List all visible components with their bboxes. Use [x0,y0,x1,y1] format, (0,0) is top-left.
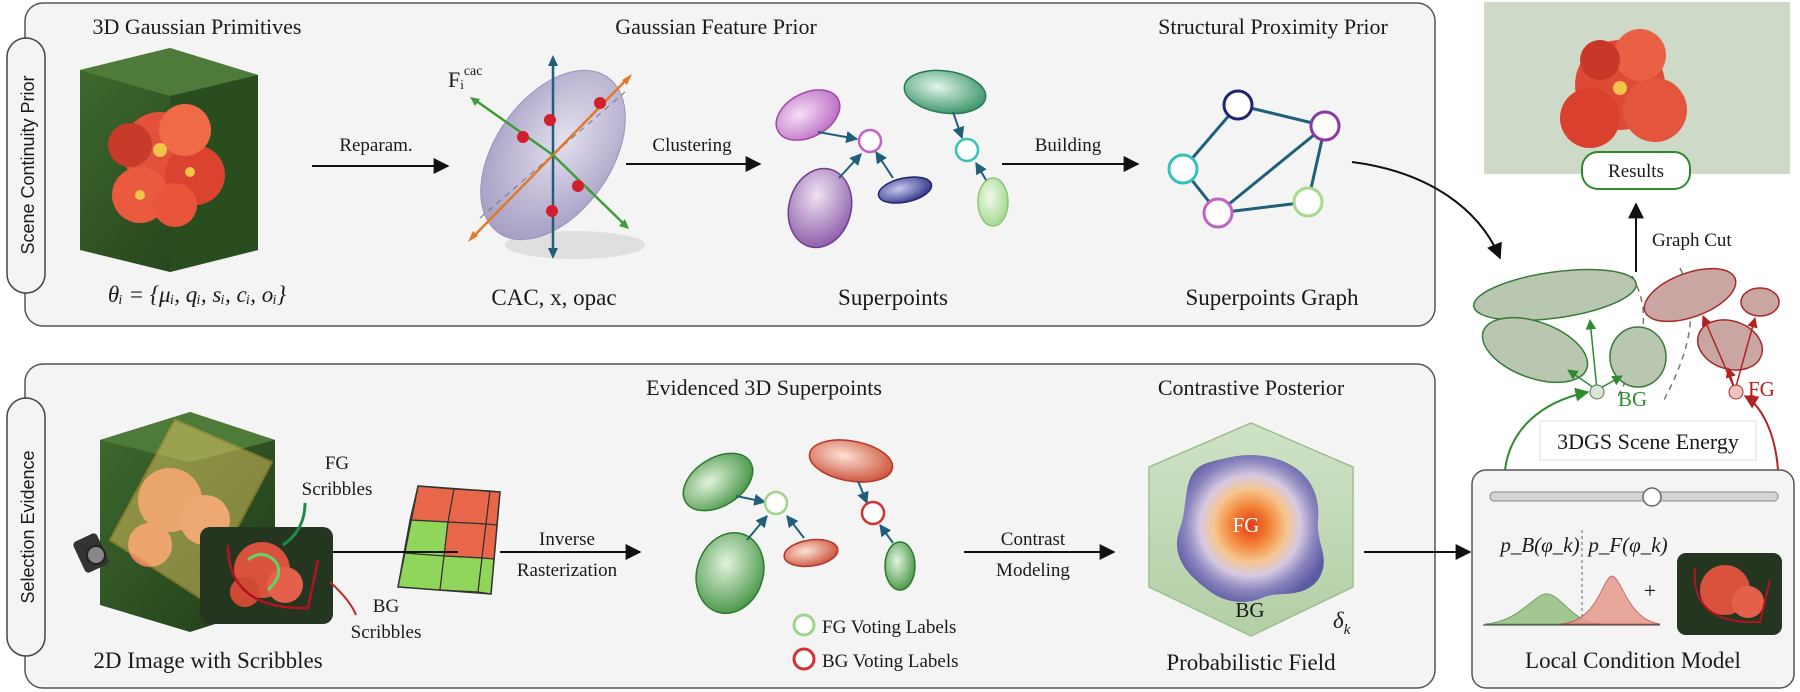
building-label: Building [1035,135,1102,156]
field-bg-label: BG [1235,598,1264,622]
top-side-tab [6,37,46,294]
inverse-label-2: Rasterization [517,560,618,581]
reparam-label: Reparam. [339,135,412,156]
flower-cube-image [80,48,258,272]
distribution-plot [1483,530,1661,626]
bg-scribbles-label-2: Scribbles [351,622,422,643]
pf-label: p_F(φ_k) [1586,533,1667,557]
contrastive-posterior-title: Contrastive Posterior [1158,375,1345,400]
energy-bg-label: BG [1618,387,1647,411]
gaussian-primitives-title: 3D Gaussian Primitives [93,14,302,39]
bottom-side-label: Selection Evidence [18,450,38,603]
contrast-label-1: Contrast [1001,529,1066,550]
local-to-fg-arrow [1743,395,1779,471]
scene-energy-label: 3DGS Scene Energy [1557,429,1739,454]
probabilistic-field [1148,422,1354,637]
bottom-side-tab [6,397,46,657]
evidenced-superpoints-title: Evidenced 3D Superpoints [646,375,882,400]
superpoints-caption: Superpoints [838,285,948,310]
fg-voting-legend-icon [792,613,816,637]
fg-scribbles-label-1: FG [325,453,350,474]
scene-energy-graph [1472,267,1780,401]
plus-sign: + [1644,578,1656,603]
inverse-label-1: Inverse [539,529,595,550]
pb-label: p_B(φ_k) [1498,533,1579,557]
pixel-grid [397,485,501,595]
feature-prior-caption: CAC, x, opac [491,285,616,310]
image-with-scribbles-caption: 2D Image with Scribbles [93,648,322,673]
bg-scribbles-label-1: BG [373,596,400,617]
local-condition-caption: Local Condition Model [1525,648,1741,673]
scribble-photo [200,527,333,624]
local-condition-photo [1677,553,1782,635]
gaussian-formula: θᵢ = {μᵢ, qᵢ, sᵢ, cᵢ, oᵢ} [108,282,286,307]
feature-ellipsoid [468,55,645,259]
fg-scribble-pointer [282,502,307,547]
fg-voting-legend-label: FG Voting Labels [822,617,956,638]
local-slider-track [1489,491,1779,502]
contrast-label-2: Modeling [996,560,1070,581]
results-image [1484,2,1790,174]
evidenced-superpoints-cluster [682,439,916,615]
scribble-image-cube [100,412,275,632]
fg-scribbles-label-2: Scribbles [302,479,373,500]
local-slider-thumb [1642,487,1662,507]
results-label-box [1581,151,1691,190]
graph-to-energy-arrow [1351,161,1502,260]
bg-voting-legend-icon [792,647,816,671]
superpoints-graph-caption: Superpoints Graph [1185,285,1359,310]
probabilistic-field-caption: Probabilistic Field [1166,650,1336,675]
energy-fg-label: FG [1748,377,1775,401]
feature-prior-title: Gaussian Feature Prior [615,14,817,39]
bg-scribble-pointer [329,581,357,616]
scene-energy-box [1539,420,1757,461]
camera-icon [73,533,109,573]
clustering-label: Clustering [652,135,732,156]
top-side-label: Scene Continuity Prior [18,75,38,254]
bg-voting-legend-label: BG Voting Labels [822,651,959,672]
graph-cut-label: Graph Cut [1652,230,1732,251]
feature-symbol: Fᵢcac [448,64,483,92]
field-delta-label: δk [1333,608,1351,638]
local-to-bg-arrow [1504,387,1590,471]
results-label: Results [1608,161,1664,182]
proximity-prior-title: Structural Proximity Prior [1158,14,1388,39]
superpoints-graph [1167,89,1341,229]
field-fg-label: FG [1233,513,1260,537]
superpoints-cluster [775,69,1009,249]
